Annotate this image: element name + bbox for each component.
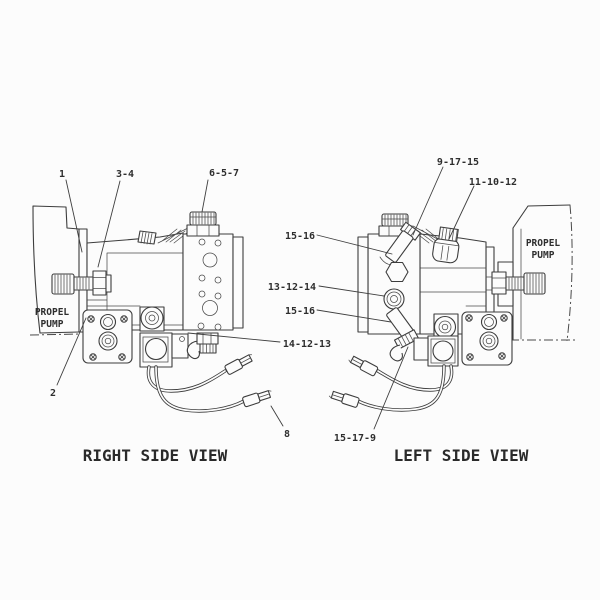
drive-shaft xyxy=(491,271,546,295)
pump-label-line2: PUMP xyxy=(532,250,555,261)
control-valve-cover xyxy=(461,311,513,366)
hex-plug xyxy=(385,261,409,283)
hatch-bracket xyxy=(412,225,446,244)
valve-block-end-plate xyxy=(232,236,244,329)
callout-8: 8 xyxy=(284,429,290,440)
leader-line-15-16-upper xyxy=(316,234,393,255)
bottom-fitting xyxy=(186,332,219,360)
top-fitting xyxy=(378,213,413,237)
leader-line-13-12-14 xyxy=(318,285,385,297)
leader-line-6-5-7 xyxy=(201,179,209,213)
leader-line-14-12-13 xyxy=(187,332,281,343)
shaft-nut xyxy=(92,270,107,296)
top-fitting xyxy=(186,211,220,237)
callout-15-16-lower: 15-16 xyxy=(285,306,315,317)
solenoid-valve xyxy=(413,335,459,367)
wire-harness xyxy=(327,353,454,412)
callout-9-17-15: 9-17-15 xyxy=(437,157,479,168)
solenoid-bracket xyxy=(413,337,429,361)
view-caption-left: LEFT SIDE VIEW xyxy=(394,446,529,465)
round-cap xyxy=(432,226,460,264)
wire-connector xyxy=(223,351,256,376)
leader-line-1 xyxy=(65,179,83,253)
leader-line-3-4 xyxy=(97,180,121,268)
pump-label-line1: PROPEL xyxy=(35,307,70,318)
bottom-fitting xyxy=(389,329,420,362)
knurled-knob xyxy=(523,272,546,295)
callout-1: 1 xyxy=(59,169,65,180)
drive-shaft xyxy=(51,270,112,296)
port-boss xyxy=(139,306,165,332)
leader-line-15-17-9 xyxy=(373,346,409,430)
leader-line-9-17-15 xyxy=(412,166,444,236)
leader-line-8 xyxy=(270,405,284,427)
callout-13-12-14: 13-12-14 xyxy=(268,282,316,293)
pump-label-line2: PUMP xyxy=(41,319,64,330)
callout-15-16-upper: 15-16 xyxy=(285,231,315,242)
upper-elbow-fitting xyxy=(379,221,421,265)
leader-line-11-10-12 xyxy=(448,185,475,240)
break-line xyxy=(566,204,573,342)
right-side-view: 1 3-4 6-5-7 2 14-12-13 8 PROPEL PUMP RIG… xyxy=(29,168,331,465)
round-plug xyxy=(383,288,405,310)
valve-block xyxy=(182,233,244,331)
callout-6-5-7: 6-5-7 xyxy=(209,168,239,179)
view-caption-right: RIGHT SIDE VIEW xyxy=(83,446,228,465)
block-end-plate xyxy=(357,236,369,333)
left-side-view: 9-17-15 11-10-12 15-16 13-12-14 15-16 15… xyxy=(268,157,575,465)
wire-connector xyxy=(327,388,361,409)
wire-harness xyxy=(146,351,274,413)
propel-pump-flange xyxy=(29,205,81,336)
shaft-nut xyxy=(491,271,507,295)
hatch-bracket xyxy=(157,226,191,244)
pump-label-line1: PROPEL xyxy=(526,238,561,249)
callout-2: 2 xyxy=(50,388,56,399)
leader-line-15-16-lower xyxy=(316,309,392,323)
solenoid-valve xyxy=(139,332,189,368)
callout-3-4: 3-4 xyxy=(116,169,134,180)
wire-connector xyxy=(347,353,379,377)
callout-11-10-12: 11-10-12 xyxy=(469,177,517,188)
break-line xyxy=(29,333,81,336)
callout-14-12-13: 14-12-13 xyxy=(283,339,331,350)
control-valve-cover xyxy=(82,309,133,364)
wire-connector xyxy=(241,387,274,408)
port-boss xyxy=(433,313,459,339)
callout-15-17-9: 15-17-9 xyxy=(334,433,376,444)
leader-line-2 xyxy=(56,317,87,386)
